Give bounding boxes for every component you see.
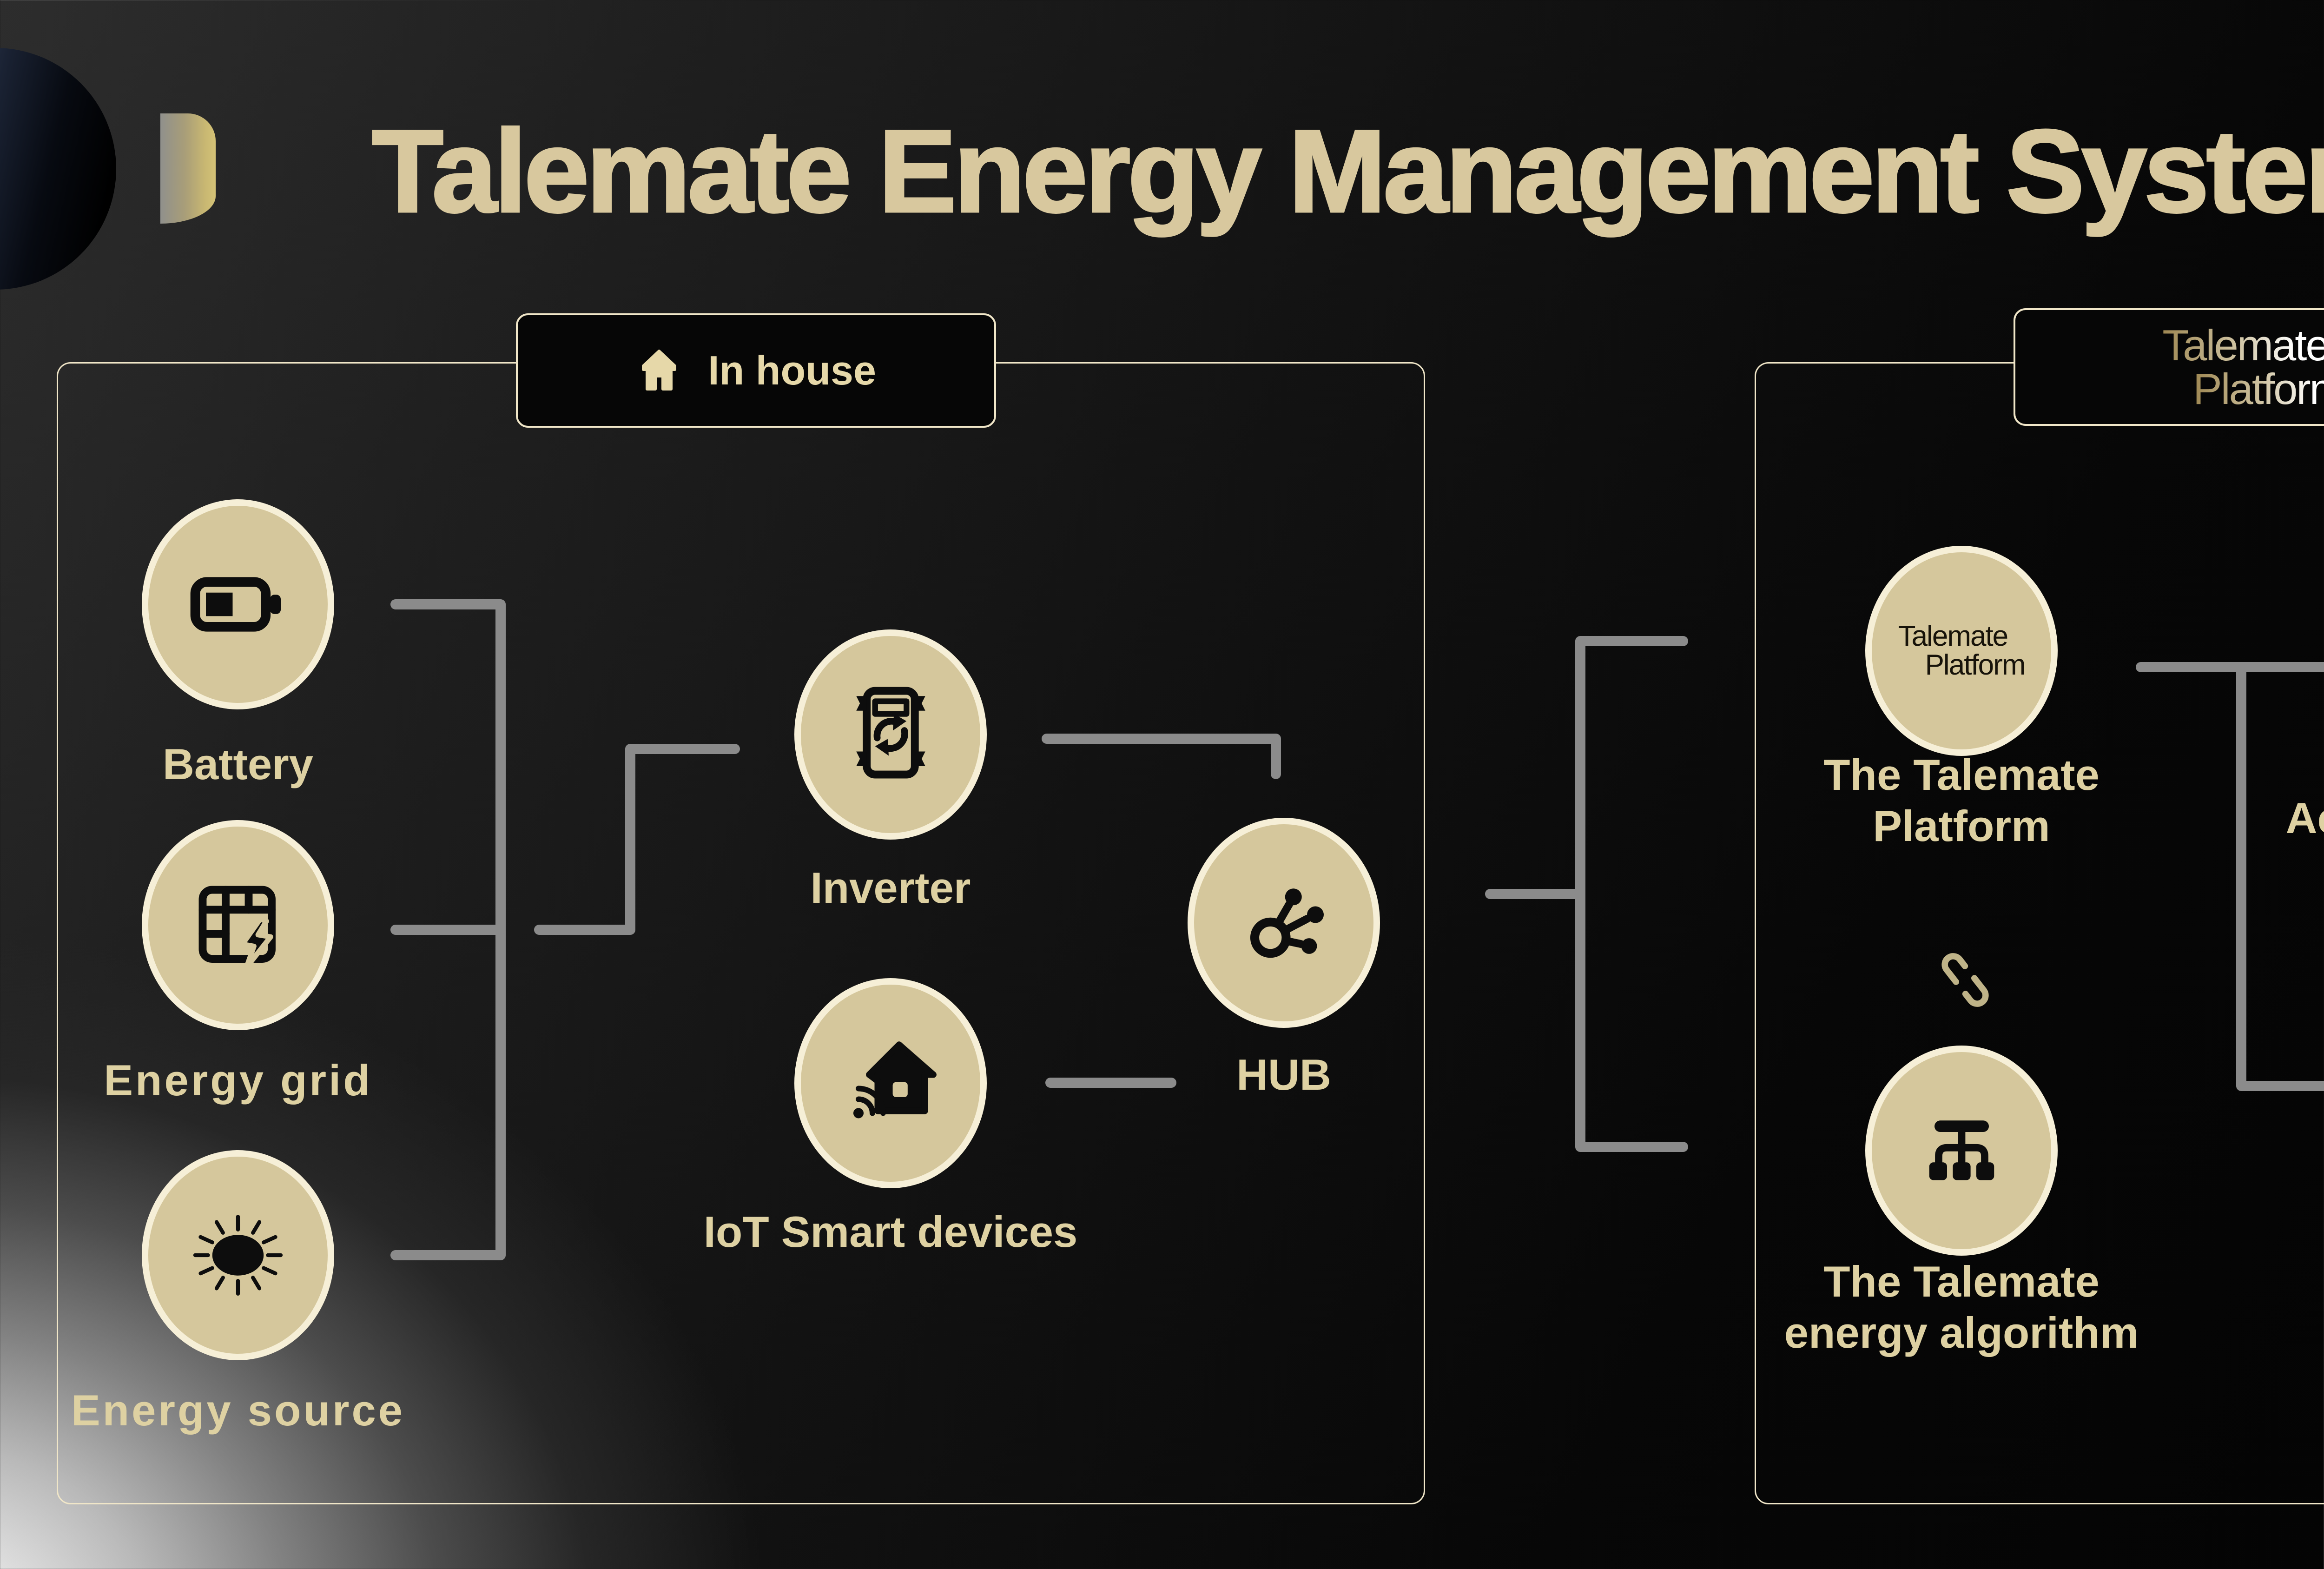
talemate-platform-circle-wordmark: Talemate Platform (1898, 620, 2026, 681)
home-icon (642, 350, 677, 391)
actual-energy-prices-label: Actual energy prices (2285, 794, 2324, 842)
energy-source-label: Energy source (71, 1386, 405, 1435)
algorithm-sitemap-icon (1929, 1120, 1994, 1180)
iot-smart-home-icon (853, 1041, 937, 1119)
platform-header-badge: Talemate Platform (2014, 308, 2324, 426)
in-house-label: In house (708, 347, 876, 393)
page-title: Talemate Energy Management System (371, 105, 2324, 238)
battery-label: Battery (163, 740, 313, 788)
hub-node (1188, 818, 1380, 1028)
energy-algorithm-label: The Talemate energy algorithm (1784, 1257, 2139, 1357)
talemate-platform-node: Talemate Platform (1865, 546, 2058, 756)
link-icon-wrap (1930, 945, 2000, 1015)
hub-label: HUB (1236, 1050, 1331, 1099)
energy-algorithm-node (1865, 1046, 2058, 1256)
decorative-gold-half-circle (160, 113, 216, 224)
hub-icon (1250, 888, 1324, 958)
iot-node (794, 978, 987, 1188)
energy-grid-node (142, 820, 334, 1030)
inverter-icon (856, 687, 925, 778)
inverter-node (794, 629, 987, 840)
talemate-wordmark-line2: Platform (2193, 367, 2324, 411)
inverter-label: Inverter (810, 863, 971, 912)
talemate-platform-label: The Talemate Platform (1823, 750, 2100, 850)
in-house-header-badge: In house (516, 313, 996, 428)
energy-grid-icon (198, 886, 276, 970)
battery-icon (190, 577, 281, 632)
iot-label: IoT Smart devices (703, 1207, 1078, 1256)
connector-center-bracket (1575, 636, 1688, 1152)
link-icon (1941, 953, 1989, 1007)
talemate-wordmark-line1: Talemate (2162, 323, 2324, 367)
decorative-navy-circle (0, 48, 116, 290)
energy-grid-label: Energy grid (104, 1056, 372, 1105)
battery-node (142, 499, 334, 709)
energy-source-node (142, 1150, 334, 1360)
sun-icon (193, 1215, 283, 1296)
